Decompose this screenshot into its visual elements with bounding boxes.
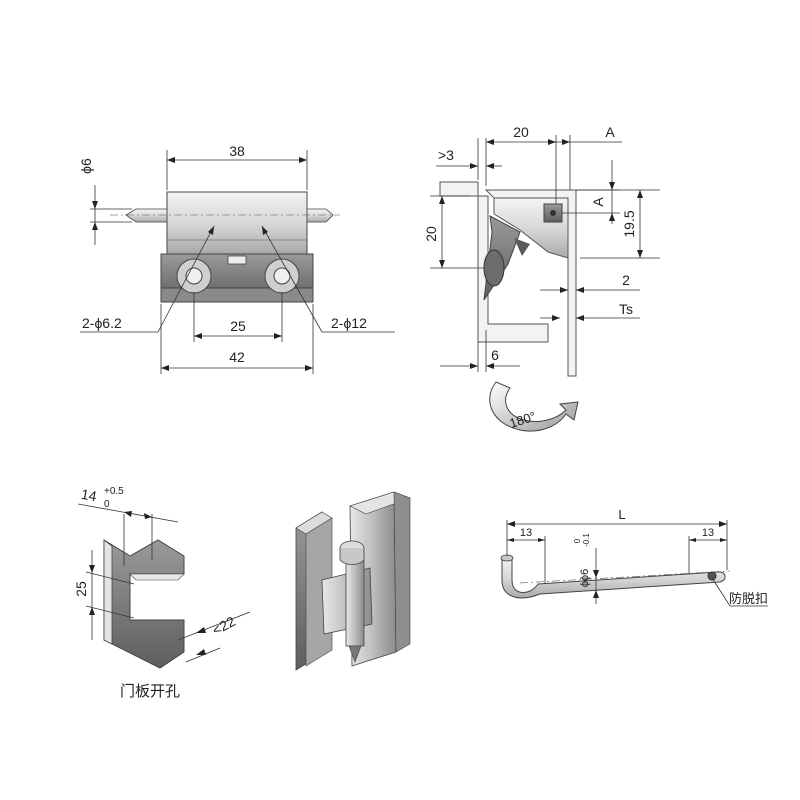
dim-14: 14	[80, 486, 98, 504]
hook-pin	[501, 557, 726, 599]
hinge-notch	[227, 255, 247, 265]
hinge-3d-view	[295, 491, 411, 671]
pin-view: L 13 13 ϕϕ6 0 -0.1 防脱扣	[500, 507, 768, 607]
dim-hole-small: 2-ϕ6.2	[82, 315, 122, 331]
dim-width-top: 38	[229, 143, 245, 159]
dim-20-left: 20	[423, 226, 439, 242]
dim-13-left: 13	[520, 527, 532, 539]
dim-19-5: 19.5	[621, 210, 637, 237]
dim-L: L	[618, 507, 625, 522]
dim-6: 6	[491, 347, 499, 363]
anti-drop-clip	[707, 571, 717, 581]
hinge-pin-left	[125, 208, 168, 223]
dim-A-top: A	[605, 124, 615, 140]
anti-drop-label: 防脱扣	[729, 591, 768, 606]
dim-22: <22	[209, 613, 238, 638]
door-cutout-shape	[103, 539, 185, 669]
dim-Ts: Ts	[619, 301, 633, 317]
dim-hole-spacing: 25	[230, 318, 246, 334]
hinge-knuckle-3d	[345, 555, 365, 647]
dim-20-top: 20	[513, 124, 529, 140]
hinge-pin-right	[306, 208, 334, 223]
dim-pin-diameter: ϕ6	[78, 158, 94, 174]
tol-lower: 0	[104, 499, 110, 510]
pin-diameter: ϕϕ6	[579, 569, 591, 587]
front-view: 38 ϕ6 2-ϕ6.2 2-ϕ12 25 42	[78, 143, 395, 374]
dim-13-right: 13	[702, 527, 714, 539]
dim-A-right: A	[590, 197, 606, 207]
dim-width-bottom: 42	[229, 349, 245, 365]
cutout-caption: 门板开孔	[120, 682, 180, 700]
side-view: >3 20 A A 19.5 20	[423, 124, 660, 432]
dim-25: 25	[73, 581, 89, 597]
cutout-view: 14 +0.5 0 25 <22 门板开孔	[73, 486, 251, 700]
tol-upper: +0.5	[104, 486, 124, 497]
dim-hole-large: 2-ϕ12	[331, 315, 367, 331]
pin-tip-3d	[348, 645, 362, 663]
rotation-arrow-icon	[489, 381, 579, 432]
hinge-leaf-upper	[166, 191, 308, 255]
pin-tol-upper: 0	[573, 538, 582, 543]
pin-tol-lower: -0.1	[582, 533, 591, 547]
dim-gt3: >3	[438, 147, 454, 163]
dim-2: 2	[622, 272, 630, 288]
